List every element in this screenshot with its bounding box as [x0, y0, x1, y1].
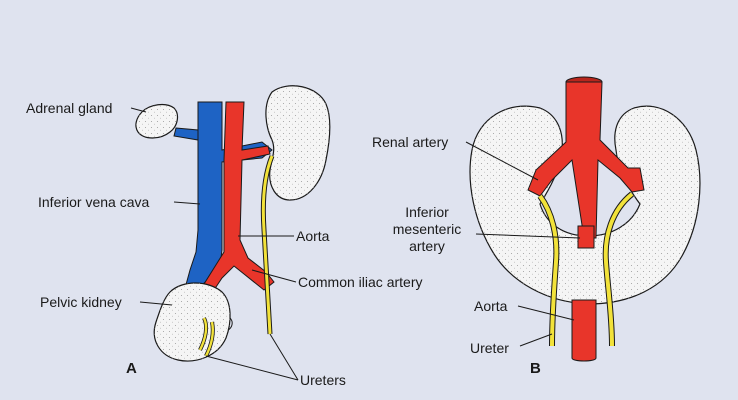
- aorta-shape-b: [527, 81, 645, 239]
- label-inferior-mesenteric-line2: mesenteric: [392, 221, 462, 237]
- label-common-iliac-artery: Common iliac artery: [298, 274, 423, 290]
- label-pelvic-kidney: Pelvic kidney: [40, 294, 122, 310]
- label-ureter: Ureter: [470, 340, 509, 356]
- label-ureters: Ureters: [300, 372, 346, 388]
- panel-letter-a: A: [126, 360, 137, 377]
- label-inferior-vena-cava: Inferior vena cava: [38, 194, 150, 210]
- label-inferior-mesenteric-artery: Inferior mesenteric artery: [380, 204, 474, 255]
- label-inferior-mesenteric-line3: artery: [409, 238, 445, 254]
- inferior-mesenteric-artery-shape: [577, 225, 595, 249]
- label-inferior-mesenteric-line1: Inferior: [405, 204, 449, 220]
- panel-letter-b: B: [530, 360, 541, 377]
- panel-a-illustration: [130, 85, 331, 381]
- label-adrenal-gland: Adrenal gland: [26, 100, 113, 116]
- label-aorta-b: Aorta: [474, 298, 508, 314]
- panel-b-illustration: [465, 76, 701, 362]
- label-renal-artery: Renal artery: [372, 134, 449, 150]
- label-aorta-a: Aorta: [296, 228, 330, 244]
- aorta-lower-b: [571, 299, 597, 362]
